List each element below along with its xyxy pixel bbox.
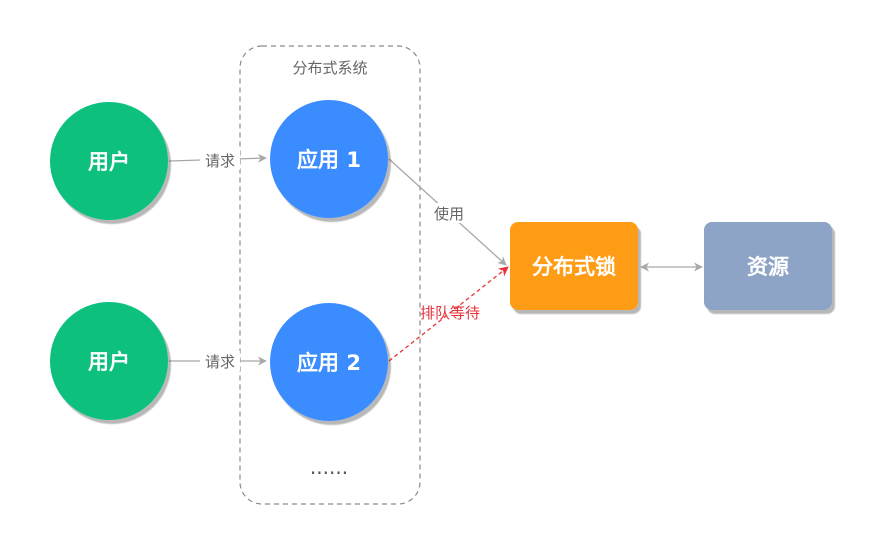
group-label: 分布式系统	[292, 59, 367, 77]
user-node-1-label: 用户	[88, 150, 130, 174]
user-node-2: 用户	[50, 302, 168, 420]
resource-node: 资源	[704, 222, 832, 310]
app-node-1: 应用 1	[270, 100, 388, 218]
edge-queue	[388, 266, 509, 362]
edge-label-use: 使用	[434, 205, 464, 223]
app-node-1-label: 应用 1	[297, 148, 361, 172]
edge-label-request-1: 请求	[205, 152, 235, 170]
edge-label-queue: 排队等待	[420, 304, 480, 322]
user-node-2-label: 用户	[88, 350, 130, 374]
distributed-lock-label: 分布式锁	[532, 255, 616, 279]
edge-label-request-2: 请求	[205, 353, 235, 371]
ellipsis-more-apps: ......	[310, 455, 348, 479]
distributed-system-group	[239, 45, 421, 505]
app-node-2-label: 应用 2	[297, 351, 361, 375]
app-node-2: 应用 2	[270, 303, 388, 421]
distributed-lock-node: 分布式锁	[510, 222, 638, 310]
user-node-1: 用户	[50, 102, 168, 220]
resource-label: 资源	[747, 255, 789, 279]
